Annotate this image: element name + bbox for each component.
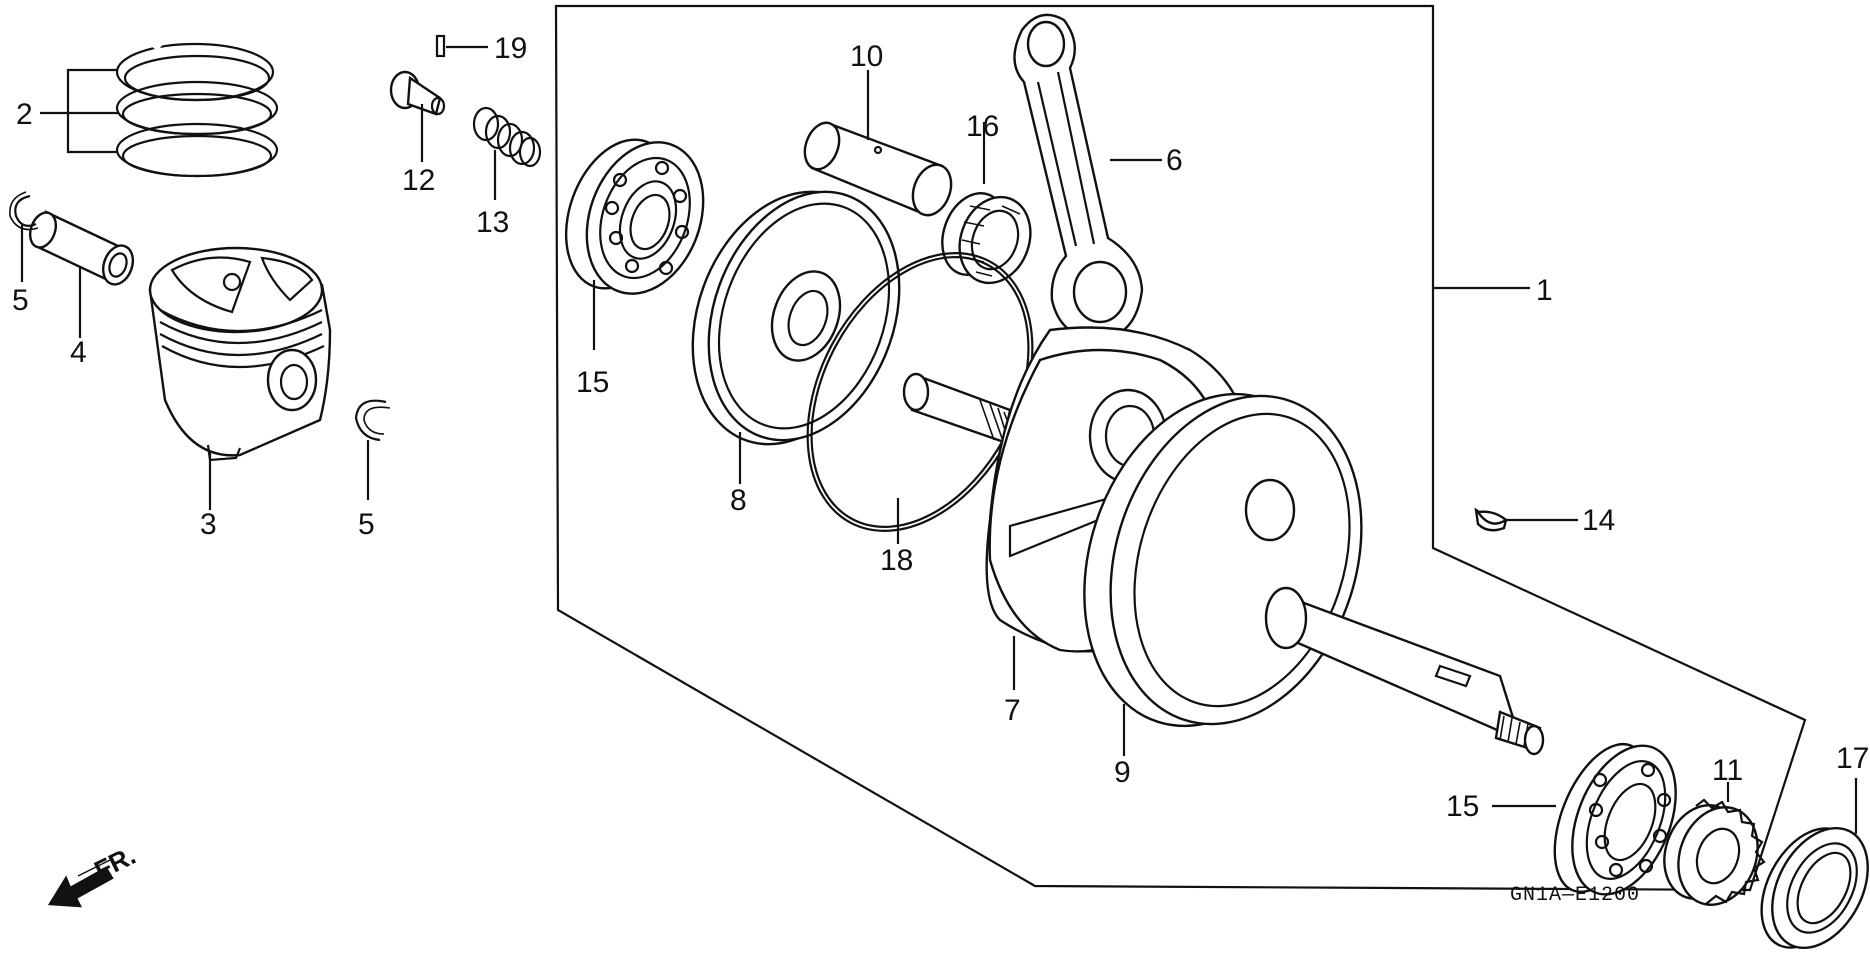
thrust-washer xyxy=(691,190,901,446)
label-12: 12 xyxy=(402,164,435,197)
dowel-pin xyxy=(435,34,446,58)
label-8: 8 xyxy=(730,484,747,517)
front-direction-arrow-icon xyxy=(47,859,114,908)
label-10: 10 xyxy=(850,40,883,73)
label-3: 3 xyxy=(200,508,217,541)
label-15-upper: 15 xyxy=(576,366,609,399)
label-5-left: 5 xyxy=(12,284,29,317)
label-17: 17 xyxy=(1836,742,1869,775)
label-16: 16 xyxy=(966,110,999,143)
label-7: 7 xyxy=(1004,694,1021,727)
label-2: 2 xyxy=(16,98,33,131)
ball-bearing-lower xyxy=(1553,742,1677,896)
piston-pin xyxy=(28,210,135,286)
diagram-code: GN1A—E1200 xyxy=(1510,884,1640,907)
piston xyxy=(148,246,332,462)
piston-pin-clip-right xyxy=(354,399,391,442)
label-6: 6 xyxy=(1166,144,1183,177)
connecting-rod xyxy=(1013,13,1144,342)
needle-bearing xyxy=(941,192,1032,285)
label-5-right: 5 xyxy=(358,508,375,541)
piston-rings xyxy=(115,36,279,178)
ball-bearing-upper xyxy=(564,138,705,295)
timing-gear xyxy=(1663,798,1766,906)
label-9: 9 xyxy=(1114,756,1131,789)
oil-seal xyxy=(1760,826,1869,950)
spring xyxy=(472,106,542,168)
label-11: 11 xyxy=(1712,754,1743,787)
label-15-lower: 15 xyxy=(1446,790,1479,823)
piston-pin-clip-left xyxy=(9,191,39,231)
assembly-outline xyxy=(554,4,1807,892)
crankshaft-right xyxy=(1083,392,1545,756)
bolt xyxy=(389,70,446,116)
crank-pin xyxy=(803,121,953,217)
label-18: 18 xyxy=(880,544,913,577)
label-13: 13 xyxy=(476,206,509,239)
label-1: 1 xyxy=(1536,274,1553,307)
label-19: 19 xyxy=(494,32,527,65)
label-14: 14 xyxy=(1582,504,1615,537)
leader-2 xyxy=(66,68,118,154)
woodruff-key xyxy=(1474,507,1509,532)
label-4: 4 xyxy=(70,336,87,369)
